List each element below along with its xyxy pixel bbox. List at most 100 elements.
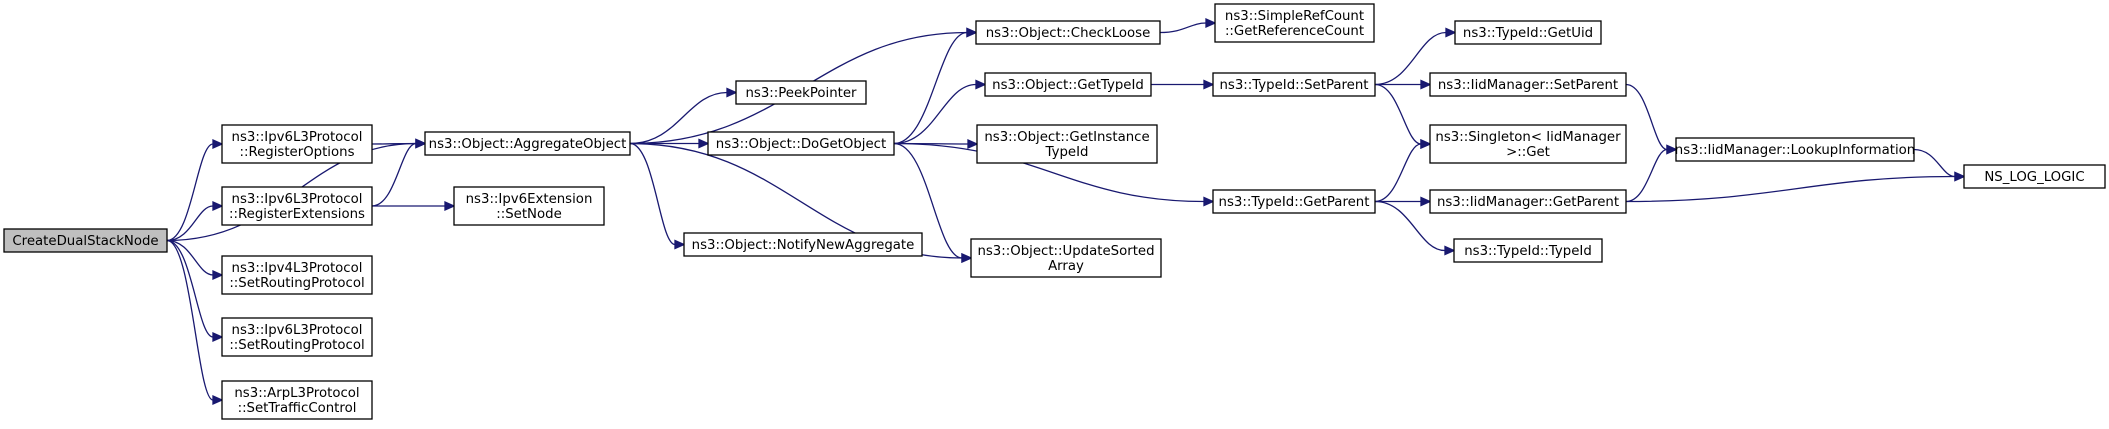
node-lookup[interactable]: ns3::IidManager::LookupInformation bbox=[1675, 137, 1915, 162]
edge-arrowhead bbox=[961, 252, 973, 264]
node-create[interactable]: CreateDualStackNode bbox=[3, 228, 168, 253]
edge-setparent-to-singleton bbox=[1374, 83, 1432, 150]
node-peek[interactable]: ns3::PeekPointer bbox=[735, 80, 867, 105]
node-label: ns3::Object::DoGetObject bbox=[716, 137, 886, 152]
node-label: ns3::Ipv6Extension bbox=[466, 192, 593, 207]
edge-dogetobject-to-gettypeid bbox=[893, 79, 987, 145]
edge-checkloose-to-refcount bbox=[1159, 17, 1217, 34]
node-box bbox=[221, 255, 373, 295]
node-box bbox=[975, 20, 1161, 45]
node-ipv4route[interactable]: ns3::Ipv4L3Protocol::SetRoutingProtocol bbox=[221, 255, 373, 295]
node-box bbox=[1214, 3, 1375, 43]
node-box bbox=[424, 131, 631, 156]
node-label: ns3::TypeId::TypeId bbox=[1464, 244, 1592, 259]
node-getparent[interactable]: ns3::TypeId::GetParent bbox=[1212, 189, 1376, 214]
edge-line bbox=[166, 143, 214, 242]
edge-create-to-ipv6route bbox=[166, 239, 224, 343]
edge-line bbox=[1374, 31, 1447, 86]
edge-arrowhead bbox=[212, 394, 224, 406]
node-label: ns3::IidManager::SetParent bbox=[1438, 78, 1618, 93]
edge-arrowhead bbox=[1203, 79, 1215, 90]
nodes-layer: CreateDualStackNodens3::Ipv6L3Protocol::… bbox=[3, 3, 2106, 420]
node-checkloose[interactable]: ns3::Object::CheckLoose bbox=[975, 20, 1161, 45]
node-iidsetparent[interactable]: ns3::IidManager::SetParent bbox=[1429, 72, 1627, 97]
edge-iidgetparent-to-nslog bbox=[1625, 171, 1966, 203]
node-ipv6route[interactable]: ns3::Ipv6L3Protocol::SetRoutingProtocol bbox=[221, 317, 373, 357]
edge-arrowhead bbox=[212, 200, 224, 212]
edge-arrowhead bbox=[967, 138, 979, 150]
node-box bbox=[683, 232, 923, 257]
edge-dogetobject-to-checkloose bbox=[893, 27, 978, 145]
edge-line bbox=[1913, 148, 1956, 178]
node-setparent[interactable]: ns3::TypeId::SetParent bbox=[1212, 72, 1376, 97]
node-box bbox=[221, 380, 373, 420]
edge-arrowhead bbox=[698, 138, 710, 149]
edge-line bbox=[1374, 83, 1422, 145]
node-arp[interactable]: ns3::ArpL3Protocol::SetTrafficControl bbox=[221, 380, 373, 420]
edge-line bbox=[166, 239, 214, 338]
edge-arrowhead bbox=[1203, 196, 1215, 207]
node-label: ns3::PeekPointer bbox=[745, 86, 857, 101]
node-notify[interactable]: ns3::Object::NotifyNewAggregate bbox=[683, 232, 923, 257]
node-label: ns3::TypeId::GetUid bbox=[1463, 26, 1593, 41]
edge-arrowhead bbox=[1666, 144, 1678, 155]
edge-line bbox=[629, 91, 728, 145]
node-label: ::GetReferenceCount bbox=[1225, 24, 1364, 39]
edge-line bbox=[1625, 148, 1668, 203]
edge-arrowhead bbox=[1420, 138, 1432, 150]
edge-arrowhead bbox=[1444, 245, 1456, 256]
node-ipv6setnode[interactable]: ns3::Ipv6Extension::SetNode bbox=[453, 186, 605, 226]
node-ipv6reg[interactable]: ns3::Ipv6L3Protocol::RegisterOptions bbox=[221, 124, 373, 164]
node-label: ns3::Ipv6L3Protocol bbox=[232, 323, 363, 338]
edge-create-to-arp bbox=[166, 239, 224, 406]
edge-line bbox=[1374, 143, 1422, 203]
node-box bbox=[1429, 189, 1627, 214]
edge-dogetobject-to-updatesorted bbox=[893, 142, 973, 264]
node-singleton[interactable]: ns3::Singleton< IidManager >::Get bbox=[1429, 124, 1627, 164]
node-label: ::RegisterOptions bbox=[239, 145, 354, 160]
node-box bbox=[1675, 137, 1915, 162]
node-dogetobject[interactable]: ns3::Object::DoGetObject bbox=[707, 131, 895, 156]
node-label: CreateDualStackNode bbox=[12, 234, 158, 249]
edge-getparent-to-singleton bbox=[1374, 138, 1432, 203]
edge-line bbox=[893, 142, 963, 259]
node-box bbox=[3, 228, 168, 253]
node-box bbox=[221, 186, 373, 226]
node-ipv6ext[interactable]: ns3::Ipv6L3Protocol::RegisterExtensions bbox=[221, 186, 373, 226]
edge-line bbox=[893, 31, 968, 145]
edge-line bbox=[371, 142, 417, 207]
edge-arrowhead bbox=[1420, 196, 1432, 207]
node-box bbox=[1429, 124, 1627, 164]
node-box bbox=[1429, 72, 1627, 97]
node-box bbox=[1453, 238, 1603, 263]
node-getuid[interactable]: ns3::TypeId::GetUid bbox=[1454, 20, 1602, 45]
node-label: ns3::SimpleRefCount bbox=[1225, 9, 1364, 24]
node-box bbox=[221, 124, 373, 164]
node-box bbox=[453, 186, 605, 226]
node-refcount[interactable]: ns3::SimpleRefCount::GetReferenceCount bbox=[1214, 3, 1375, 43]
node-gettypeid[interactable]: ns3::Object::GetTypeId bbox=[984, 72, 1152, 97]
edge-aggregate-to-peek bbox=[629, 87, 738, 145]
edge-iidgetparent-to-lookup bbox=[1625, 144, 1678, 203]
edge-line bbox=[1625, 175, 1956, 203]
node-label: ns3::Object::UpdateSorted bbox=[977, 244, 1154, 259]
node-box bbox=[707, 131, 895, 156]
edge-line bbox=[893, 83, 977, 145]
node-label: ns3::TypeId::GetParent bbox=[1219, 195, 1370, 210]
node-nslog[interactable]: NS_LOG_LOGIC bbox=[1963, 164, 2106, 189]
node-label: ns3::IidManager::GetParent bbox=[1437, 195, 1619, 210]
node-iidgetparent[interactable]: ns3::IidManager::GetParent bbox=[1429, 189, 1627, 214]
edge-gettypeid-to-setparent bbox=[1151, 79, 1215, 90]
node-label: ::RegisterExtensions bbox=[229, 207, 365, 222]
edge-arrowhead bbox=[1420, 79, 1432, 90]
edge-arrowhead bbox=[212, 138, 224, 150]
node-aggregate[interactable]: ns3::Object::AggregateObject bbox=[424, 131, 631, 156]
edge-arrowhead bbox=[444, 200, 456, 212]
edge-create-to-ipv4route bbox=[166, 239, 224, 281]
edge-getparent-to-typeidctor bbox=[1374, 200, 1456, 256]
node-typeidctor[interactable]: ns3::TypeId::TypeId bbox=[1453, 238, 1603, 263]
node-label: ns3::ArpL3Protocol bbox=[234, 386, 359, 401]
edge-line bbox=[166, 205, 214, 242]
